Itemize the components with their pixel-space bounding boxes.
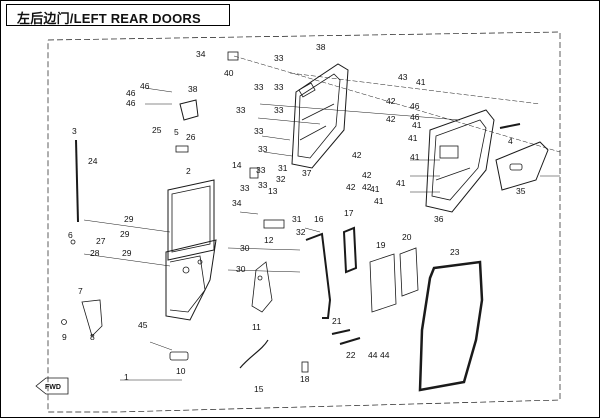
callout-label: 42 [362,182,372,192]
callout-label: 33 [258,144,268,154]
callout-label: 29 [124,214,134,224]
callout-label: 42 [352,150,362,160]
callout-label: 38 [188,84,198,94]
callout-label: 46 [140,81,150,91]
callout-label: 46 [126,88,136,98]
callout-label: 33 [240,183,250,193]
callout-label: 41 [396,178,406,188]
callout-label: 38 [316,42,326,52]
support-rod [75,139,79,223]
callout-label: 33 [254,82,264,92]
callout-label: 23 [450,247,460,257]
callout-label: 14 [232,160,242,170]
handle-strip [499,123,521,129]
door-seals [305,226,358,319]
callout-label: 41 [416,77,426,87]
callout-label: 4 [508,136,513,146]
callout-label: 25 [152,125,162,135]
callout-label: 29 [120,229,130,239]
callout-label: 13 [268,186,278,196]
outer-door-shell [291,63,349,169]
callout-label: 22 [346,350,356,360]
callout-label: 42 [386,114,396,124]
callout-label: 11 [252,322,261,332]
callout-label: 34 [196,49,206,59]
callout-label: 33 [256,165,266,175]
fwd-arrow-icon [35,377,69,395]
callout-label: 32 [276,174,286,184]
callout-label: 45 [138,320,148,330]
callout-label: 21 [332,316,342,326]
window-panels [369,247,419,313]
callout-label: 3 [72,126,77,136]
callout-label: 1 [124,372,129,382]
callout-label: 46 [410,112,420,122]
callout-label: 33 [274,53,284,63]
callout-label: 32 [296,227,306,237]
callout-label: 28 [90,248,100,258]
callout-label: 41 [374,196,384,206]
callout-label: 42 [362,170,372,180]
window-regulator [251,261,273,313]
callout-label: 18 [300,374,310,384]
callout-label: 30 [240,243,250,253]
wire-harness [239,339,269,369]
callout-label: 26 [186,132,196,142]
callout-label: 17 [344,208,354,218]
callout-label: 6 [68,230,73,240]
callout-label: 33 [236,105,246,115]
callout-label: 16 [314,214,324,224]
callout-label: 31 [278,163,288,173]
callout-label: 24 [88,156,98,166]
callout-label: 33 [254,126,264,136]
door-frame-panel [165,179,217,321]
hinge-bracket [179,99,199,121]
callout-label: 27 [96,236,106,246]
title-box: 左后边门/LEFT REAR DOORS [6,4,230,26]
callout-label: 7 [78,286,83,296]
callout-label: 35 [516,186,526,196]
callout-label: 46 [126,98,136,108]
trim-panel [495,141,549,191]
callout-label: 10 [176,366,186,376]
outer-gasket [418,260,484,392]
callout-label: 2 [186,166,191,176]
callout-label: 37 [302,168,312,178]
callout-label: 41 [412,120,422,130]
small-hardware [61,51,309,373]
trim-strips [331,329,361,345]
callout-label: 29 [122,248,132,258]
callout-label: 42 [386,96,396,106]
assembly-boundary [47,31,561,413]
callout-label: 30 [236,264,246,274]
callout-label: 40 [224,68,234,78]
callout-label: 8 [90,332,95,342]
fwd-label: FWD [45,384,61,391]
callout-label: 44 [380,350,390,360]
callout-label: 33 [274,105,284,115]
callout-label: 44 [368,350,378,360]
callout-label: 43 [398,72,408,82]
callout-label: 31 [292,214,302,224]
callout-label: 33 [274,82,284,92]
callout-label: 41 [370,184,380,194]
callout-label: 15 [254,384,264,394]
callout-label: 42 [346,182,356,192]
callout-label: 36 [434,214,444,224]
callout-label: 41 [408,133,418,143]
leader-lines [83,55,561,381]
callout-label: 46 [410,101,420,111]
callout-label: 20 [402,232,412,242]
callout-label: 19 [376,240,386,250]
inner-door-panel [425,109,495,213]
callout-label: 9 [62,332,67,342]
callout-label: 12 [264,235,274,245]
callout-label: 41 [410,152,420,162]
callout-label: 5 [174,127,179,137]
diagram-title: 左后边门/LEFT REAR DOORS [17,11,201,26]
callout-label: 33 [258,180,268,190]
callout-label: 34 [232,198,242,208]
